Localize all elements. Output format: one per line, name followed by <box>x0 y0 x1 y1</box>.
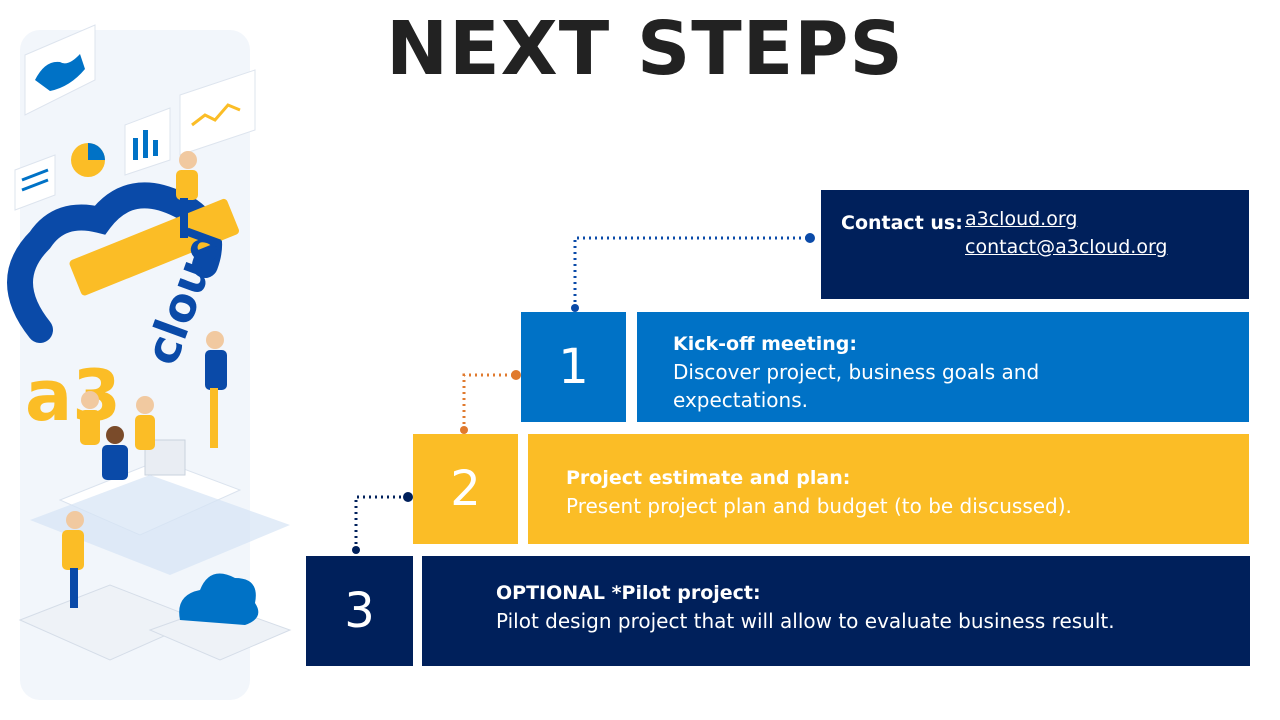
contact-label: Contact us: <box>841 212 963 234</box>
world-map-panel <box>24 24 96 116</box>
website-link[interactable]: a3cloud.org <box>965 208 1078 230</box>
step-2-heading: Project estimate and plan: <box>566 467 851 489</box>
step-3-content: OPTIONAL *Pilot project: Pilot design pr… <box>422 556 1250 666</box>
bar-chart-panel <box>124 107 171 176</box>
step-2-text: Present project plan and budget (to be d… <box>566 494 1072 518</box>
step-3-number: 3 <box>306 556 413 666</box>
person-sitting-top <box>176 151 198 238</box>
pie-chart-panel <box>71 143 105 177</box>
step-3-number-text: 3 <box>344 583 375 639</box>
a3-brand-letters: a3 <box>25 355 121 437</box>
step-2-content: Project estimate and plan: Present proje… <box>528 434 1249 544</box>
cloud-team-illustration: a3 cloud <box>7 24 292 700</box>
cloud-icon <box>179 573 259 625</box>
report-panel <box>14 154 56 211</box>
step-1-heading: Kick-off meeting: <box>673 333 857 355</box>
step-2-number: 2 <box>413 434 518 544</box>
line-chart-panel <box>179 69 256 156</box>
step-1-content: Kick-off meeting: Discover project, busi… <box>637 312 1249 422</box>
page-title: NEXT STEPS <box>386 6 904 92</box>
step-3-heading: OPTIONAL *Pilot project: <box>496 582 761 604</box>
step-1-text-line2: expectations. <box>673 388 808 412</box>
email-link[interactable]: contact@a3cloud.org <box>965 236 1168 258</box>
step-1-number: 1 <box>521 312 626 422</box>
step-1-text-line1: Discover project, business goals and <box>673 360 1040 384</box>
contact-box: Contact us: a3cloud.org contact@a3cloud.… <box>821 190 1249 299</box>
person-laptop-bottom <box>62 511 84 608</box>
step-1-number-text: 1 <box>558 339 589 395</box>
step-2-number-text: 2 <box>450 461 481 517</box>
step-3-text: Pilot design project that will allow to … <box>496 609 1115 633</box>
